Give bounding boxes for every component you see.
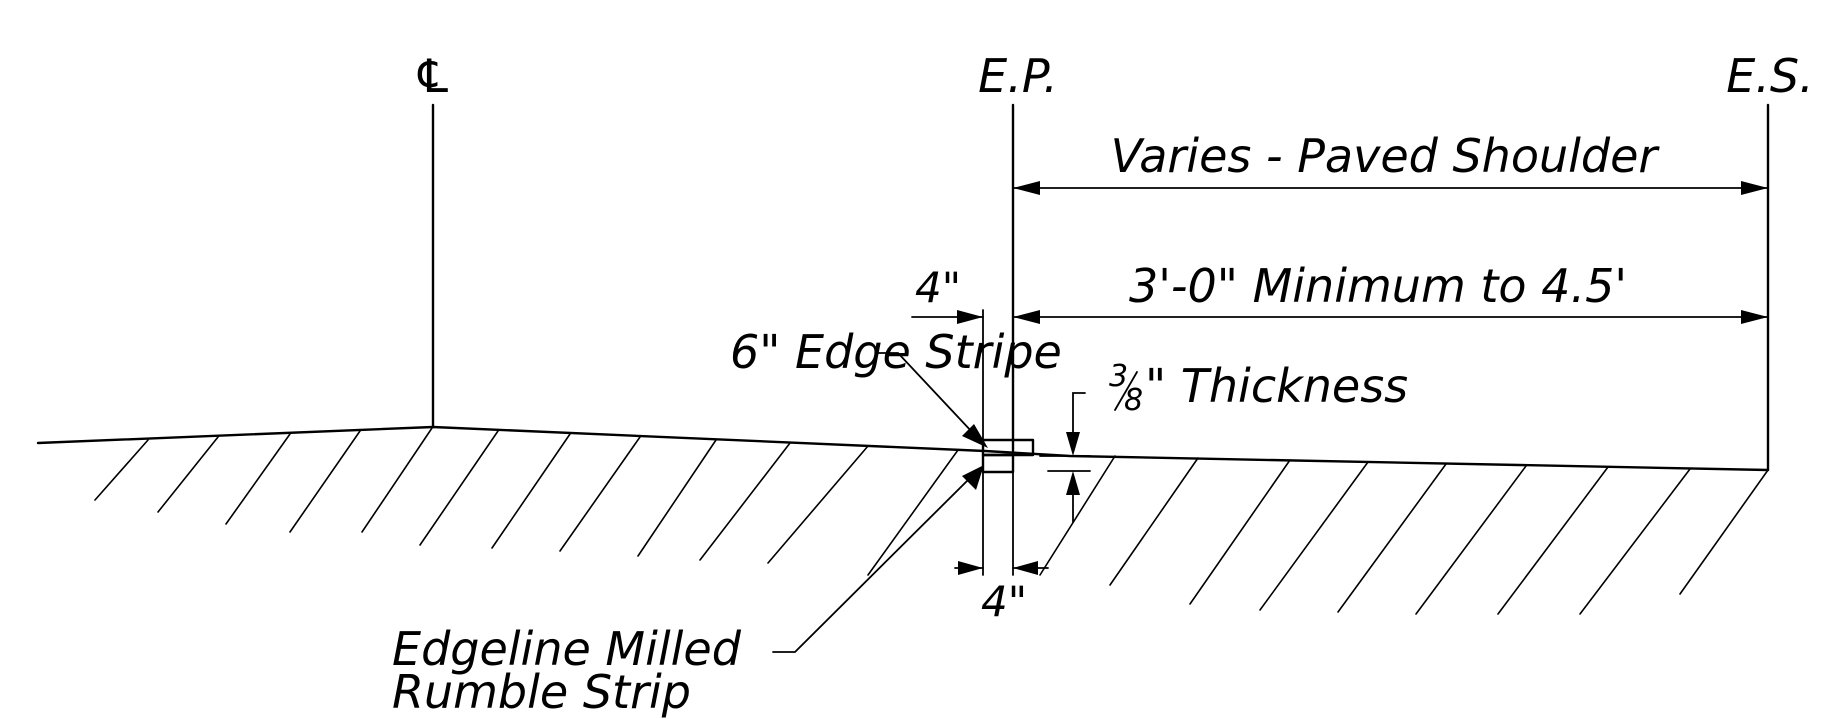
shoulder-minimum-arrow-right: [1741, 310, 1768, 324]
rumble-width-arrow-left: [958, 561, 983, 575]
thickness-arrow-top: [1066, 432, 1080, 456]
stripe-offset-label: 4": [915, 263, 961, 312]
thickness-label: " Thickness: [1145, 359, 1408, 413]
centerline-label: ℄: [412, 49, 453, 103]
thickness-fraction-numerator: 3: [1109, 359, 1128, 394]
paved-shoulder-arrow-right: [1741, 181, 1768, 195]
stripe-offset-arrow: [957, 310, 983, 324]
rumble-strip-leader: [772, 477, 971, 653]
rumble-width-arrow-right: [1013, 561, 1038, 575]
thickness-arrow-bottom: [1066, 471, 1080, 495]
edge-of-shoulder-label: E.S.: [1726, 49, 1814, 103]
ground-surface-line: [36, 425, 1770, 472]
edge-stripe-label: 6" Edge Stripe: [730, 325, 1062, 379]
edge-of-pavement-label: E.P.: [978, 49, 1058, 103]
shoulder-minimum-arrow-left: [1013, 310, 1040, 324]
paved-shoulder-arrow-left: [1013, 181, 1040, 195]
thickness-fraction-denominator: 8: [1124, 383, 1143, 418]
ground-hatching: [94, 427, 1769, 615]
rumble-strip-leader-arrow: [962, 465, 984, 490]
thickness-fraction-bar: [1114, 371, 1138, 411]
shoulder-minimum-label: 3'-0" Minimum to 4.5': [1129, 259, 1627, 313]
paved-shoulder-label: Varies - Paved Shoulder: [1111, 129, 1661, 183]
edge-stripe-leader: [876, 352, 974, 434]
thickness-leader-top: [1072, 392, 1086, 451]
rumble-width-label: 4": [981, 577, 1027, 626]
rumble-strip-label-line2: Rumble Strip: [392, 665, 691, 719]
rumble-strip-label-line1: Edgeline Milled: [392, 622, 742, 676]
edge-stripe-leader-arrow: [962, 424, 988, 448]
rumble-strip-rect: [981, 453, 1015, 474]
